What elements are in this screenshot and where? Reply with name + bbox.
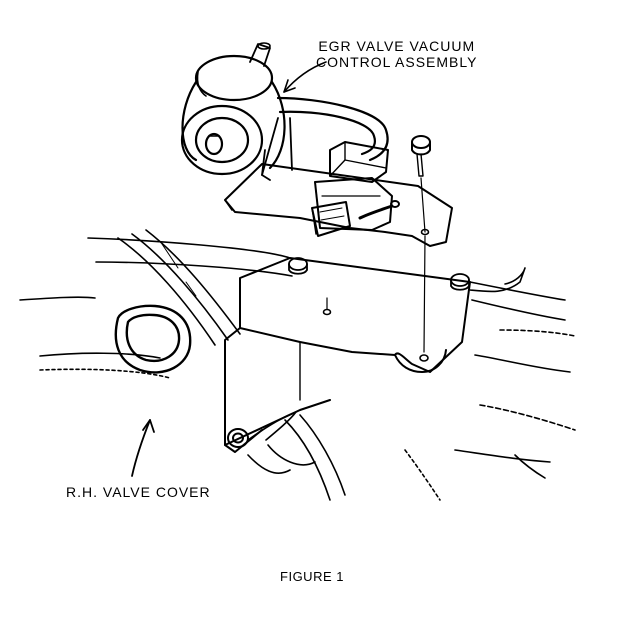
egr-label-line2: CONTROL ASSEMBLY bbox=[316, 54, 478, 71]
bracket-bolt-right bbox=[450, 273, 470, 291]
valve-cover-label: R.H. VALVE COVER bbox=[66, 484, 211, 500]
mounting-bracket bbox=[224, 257, 526, 453]
figure-caption: FIGURE 1 bbox=[280, 569, 344, 584]
vacuum-solenoid bbox=[311, 141, 400, 237]
vacuum-hose bbox=[261, 96, 389, 176]
bracket-bolt-left bbox=[288, 257, 308, 275]
bracket-clip bbox=[247, 411, 297, 441]
bolt-alignment-line bbox=[420, 177, 426, 353]
leader-egr bbox=[283, 61, 327, 93]
bracket-lower-bolt bbox=[227, 428, 249, 448]
solenoid-plate bbox=[224, 163, 453, 247]
mounting-bolt bbox=[411, 135, 431, 177]
egr-vacuum-valve bbox=[180, 42, 286, 181]
valve-cover-loop bbox=[114, 304, 192, 374]
egr-label-line1: EGR VALVE VACUUM bbox=[318, 38, 476, 54]
valve-cover-body bbox=[19, 229, 576, 501]
leader-valve-cover bbox=[131, 419, 155, 477]
egr-valve-label: EGR VALVE VACUUM CONTROL ASSEMBLY bbox=[316, 38, 477, 70]
